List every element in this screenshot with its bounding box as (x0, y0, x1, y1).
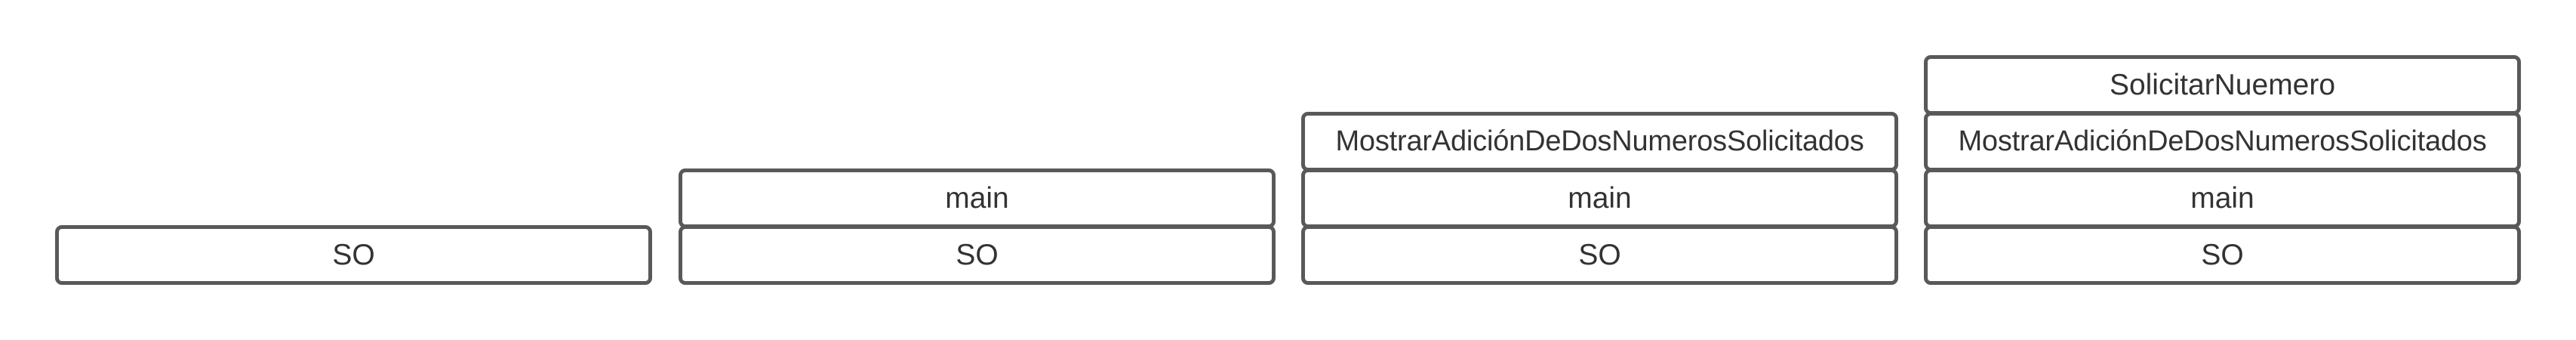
stack-frame-solicitar-numero: SolicitarNuemero (1924, 55, 2521, 115)
stack-frame-mostrar-adicion: MostrarAdiciónDeDosNumerosSolicitados (1301, 112, 1898, 172)
stack-frame-main: main (1924, 168, 2521, 228)
stack-frame-mostrar-adicion: MostrarAdiciónDeDosNumerosSolicitados (1924, 112, 2521, 172)
stack-frame-so: SO (679, 225, 1276, 285)
stack-frame-so: SO (1924, 225, 2521, 285)
stack-frame-so: SO (1301, 225, 1898, 285)
stack-frame-main: main (679, 168, 1276, 228)
stack-frame-so: SO (55, 225, 652, 285)
stack-frame-main: main (1301, 168, 1898, 228)
